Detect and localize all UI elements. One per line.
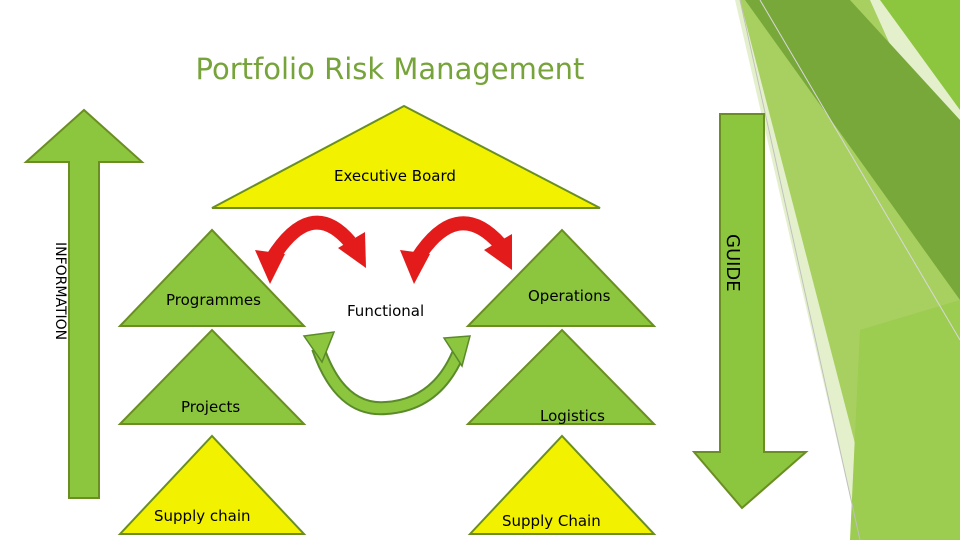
background-decoration [735, 0, 960, 540]
curved-red-arrow-right [400, 216, 512, 284]
supply-chain-right-triangle [467, 434, 657, 535]
supply-chain-right-label: Supply Chain [502, 512, 601, 530]
operations-label: Operations [528, 287, 611, 305]
curved-green-arrow [302, 331, 471, 416]
guide-label: GUIDE [722, 234, 743, 292]
projects-triangle [117, 328, 307, 425]
slide-title: Portfolio Risk Management [195, 52, 585, 86]
operations-triangle [465, 228, 657, 327]
guide-arrow [691, 113, 809, 510]
programmes-label: Programmes [166, 291, 261, 309]
logistics-triangle [465, 328, 657, 425]
projects-label: Projects [181, 398, 241, 416]
logistics-label: Logistics [540, 407, 605, 425]
curved-red-arrow-left [255, 215, 366, 284]
executive-board-label: Executive Board [334, 167, 456, 185]
functional-label: Functional [347, 302, 425, 320]
executive-board-triangle [211, 104, 601, 209]
programmes-triangle [117, 228, 307, 327]
information-arrow [23, 108, 145, 499]
information-label: INFORMATION [52, 242, 68, 341]
supply-chain-left-label: Supply chain [154, 507, 251, 525]
supply-chain-left-triangle [117, 434, 307, 535]
